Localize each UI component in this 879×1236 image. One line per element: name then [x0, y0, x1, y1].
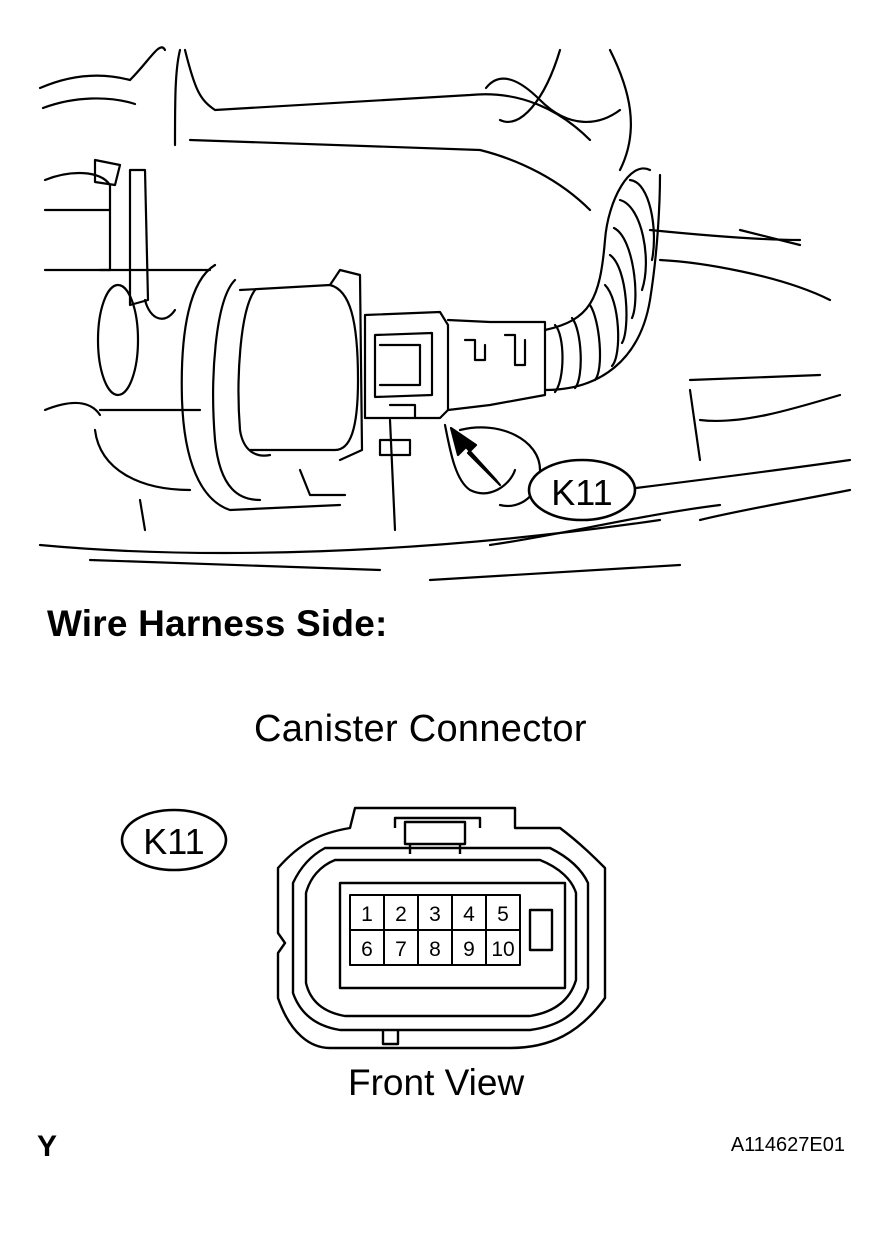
pin-9: 9	[463, 938, 475, 961]
pin-5: 5	[497, 903, 509, 926]
pin-6: 6	[361, 938, 373, 961]
corner-letter: Y	[37, 1130, 58, 1163]
pin-3: 3	[429, 903, 441, 926]
view-caption: Front View	[348, 1062, 525, 1103]
pointer-arrow-icon	[449, 426, 502, 487]
connector-label-oval	[120, 808, 228, 872]
connector-label: K11	[143, 821, 204, 862]
connector-diagram: K11 1 2 3 4 5 6 7 8 9 10	[110, 798, 630, 1058]
callout-oval	[527, 458, 637, 522]
pin-8: 8	[429, 938, 441, 961]
engine-bay-illustration: K11	[0, 0, 879, 600]
connector-title: Canister Connector	[254, 708, 587, 750]
figure-code: A114627E01	[730, 1134, 845, 1156]
pin-2: 2	[395, 903, 407, 926]
pin-10: 10	[491, 938, 514, 961]
pin-7: 7	[395, 938, 407, 961]
pin-4: 4	[463, 903, 475, 926]
section-heading: Wire Harness Side:	[47, 603, 388, 644]
pin-1: 1	[361, 903, 373, 926]
callout-label: K11	[551, 472, 612, 513]
